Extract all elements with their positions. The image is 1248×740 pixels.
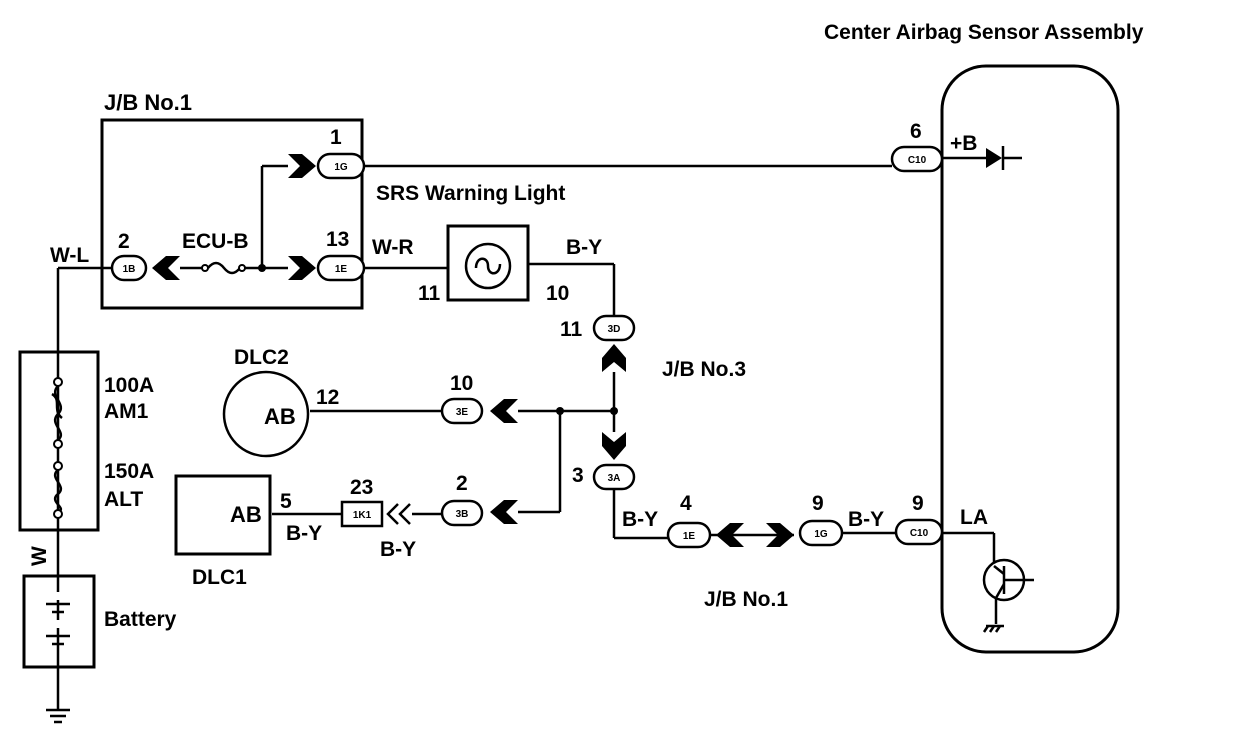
dlc1-label: DLC1 [192, 566, 247, 589]
fuse-alt [53, 461, 63, 519]
pin-3: 3 [572, 464, 584, 487]
connector-1e-top: 1E [316, 254, 366, 282]
wire-b-y-dlc1: B-Y [286, 522, 322, 545]
pin-5: 5 [280, 490, 292, 513]
dlc1-ab: AB [230, 502, 262, 527]
svg-text:1K1: 1K1 [353, 510, 372, 521]
pin-10-lamp: 10 [546, 282, 569, 305]
dlc2-ab: AB [264, 404, 296, 429]
wire-w-battery: W [28, 546, 51, 566]
junction-dots [258, 264, 618, 415]
fuse-am1 [51, 377, 63, 449]
svg-text:3B: 3B [456, 509, 469, 520]
srs-warning-light-label: SRS Warning Light [376, 182, 565, 205]
battery-symbol [46, 592, 70, 646]
pin-12: 12 [316, 386, 339, 409]
pin-11-lamp: 11 [418, 282, 441, 305]
srs-warning-light-box [446, 224, 530, 302]
fuse-am1-name: AM1 [104, 400, 149, 423]
wire-w-r: W-R [372, 236, 414, 259]
svg-text:3A: 3A [608, 473, 621, 484]
pin-2-3b: 2 [456, 472, 468, 495]
ecu-b-label: ECU-B [182, 230, 249, 253]
ground-icon [46, 708, 70, 724]
plus-b-label: +B [950, 132, 977, 155]
svg-text:3D: 3D [608, 324, 621, 335]
svg-text:3E: 3E [456, 407, 469, 418]
jb1-bottom-label: J/B No.1 [704, 588, 788, 611]
pin-9-1g: 9 [812, 492, 824, 515]
connector-3a: 3A [592, 463, 636, 491]
pin-4: 4 [680, 492, 692, 515]
junction-block-1 [100, 118, 364, 310]
svg-text:1G: 1G [814, 529, 828, 540]
svg-text:1E: 1E [335, 264, 348, 275]
dlc2-connector [222, 370, 310, 458]
warning-lamp-icon [464, 242, 512, 290]
battery-label: Battery [104, 608, 177, 631]
connector-3d: 3D [592, 314, 636, 342]
dlc2-label: DLC2 [234, 346, 289, 369]
dlc1-connector [174, 474, 272, 556]
connector-3b: 3B [440, 499, 484, 527]
la-label: LA [960, 506, 988, 529]
svg-text:1B: 1B [123, 264, 136, 275]
pin-11-3d: 11 [560, 318, 583, 341]
wire-w-l: W-L [50, 244, 89, 267]
pin-13: 13 [326, 228, 349, 251]
pin-10-3e: 10 [450, 372, 473, 395]
connector-1g-top: 1G [316, 152, 366, 180]
fuse-alt-name: ALT [104, 488, 143, 511]
pin-6: 6 [910, 120, 922, 143]
wire-b-y-c10: B-Y [848, 508, 884, 531]
pin-9-c10: 9 [912, 492, 924, 515]
wire-b-y-1k1: B-Y [380, 538, 416, 561]
connector-1g-bottom: 1G [798, 519, 844, 547]
wire-b-y-top: B-Y [566, 236, 602, 259]
open-connector-arrow [386, 503, 411, 525]
connector-1k1: 1K1 [340, 500, 384, 528]
wire-b-y-3a: B-Y [622, 508, 658, 531]
svg-text:1G: 1G [334, 162, 348, 173]
pin-2: 2 [118, 230, 130, 253]
connector-arrows [152, 154, 794, 547]
svg-text:C10: C10 [908, 155, 927, 166]
fuse-alt-rating: 150A [104, 460, 154, 483]
jb1-top-label: J/B No.1 [104, 90, 192, 115]
transistor-icon [982, 558, 1034, 633]
jb3-label: J/B No.3 [662, 358, 746, 381]
svg-text:C10: C10 [910, 528, 929, 539]
center-airbag-sensor-assembly [940, 64, 1120, 654]
pin-1: 1 [330, 126, 342, 149]
connector-3e: 3E [440, 397, 484, 425]
diode-icon [986, 146, 1005, 170]
svg-text:1E: 1E [683, 531, 696, 542]
connector-c10-bottom: C10 [894, 518, 944, 546]
connector-1e-bottom: 1E [666, 521, 712, 549]
fuse-am1-rating: 100A [104, 374, 154, 397]
connector-1b: 1B [110, 254, 148, 282]
center-airbag-title: Center Airbag Sensor Assembly [824, 21, 1144, 44]
connector-c10-top: C10 [890, 145, 944, 173]
pin-23: 23 [350, 476, 373, 499]
wires [56, 156, 1022, 710]
ecu-b-fuse [201, 261, 246, 275]
